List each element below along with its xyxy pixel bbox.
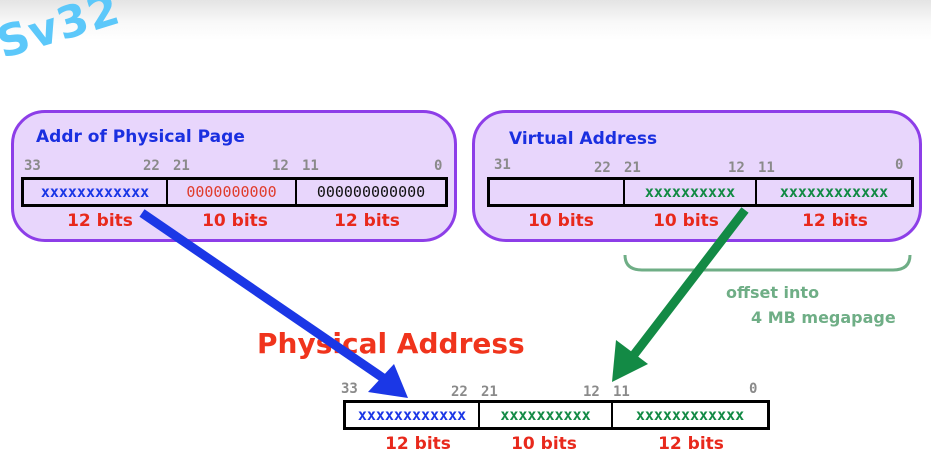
pa-field-row: xxxxxxxxxxxx xxxxxxxxxx xxxxxxxxxxxx	[343, 400, 770, 430]
bit-width-label: 12 bits	[802, 211, 868, 231]
physical-address-title: Physical Address	[257, 327, 525, 360]
bit-label: 31	[494, 157, 511, 173]
bit-width-label: 12 bits	[334, 211, 400, 231]
bit-width-label: 12 bits	[658, 434, 724, 454]
bit-width-label: 12 bits	[67, 211, 133, 231]
bit-label: 33	[341, 381, 358, 397]
pa-vpn0-field: xxxxxxxxxx	[480, 403, 613, 427]
bit-width-label: 10 bits	[653, 211, 719, 231]
bit-width-label: 12 bits	[385, 434, 451, 454]
bit-width-label: 10 bits	[511, 434, 577, 454]
bit-label: 0	[895, 157, 904, 173]
bit-label: 33	[24, 158, 41, 174]
ppn-panel-title: Addr of Physical Page	[36, 127, 245, 147]
bit-label: 11	[758, 160, 775, 176]
bit-label: 21	[481, 384, 498, 400]
offset-brace	[623, 254, 912, 272]
ppn-panel	[11, 110, 457, 242]
ppn-field-row: xxxxxxxxxxxx 0000000000 000000000000	[21, 177, 448, 207]
bit-label: 21	[624, 160, 641, 176]
ppn-mid-field: 0000000000	[168, 180, 297, 204]
bit-label: 0	[749, 381, 758, 397]
bit-width-label: 10 bits	[202, 211, 268, 231]
bit-label: 22	[143, 158, 160, 174]
bit-label: 11	[613, 384, 630, 400]
offset-annotation-line1: offset into	[726, 283, 820, 302]
pa-offset-field: xxxxxxxxxxxx	[635, 406, 745, 424]
va-vpn1-field	[490, 180, 625, 204]
bit-label: 11	[302, 158, 319, 174]
bit-label: 21	[173, 158, 190, 174]
bit-label: 12	[583, 384, 600, 400]
bit-label: 0	[434, 158, 443, 174]
bit-label: 22	[451, 384, 468, 400]
bit-label: 12	[728, 160, 745, 176]
offset-arrow	[612, 207, 749, 382]
va-panel-title: Virtual Address	[509, 129, 658, 149]
ppn-high-field: xxxxxxxxxxxx	[24, 180, 168, 204]
pa-ppn1-field: xxxxxxxxxxxx	[346, 403, 480, 427]
bit-width-label: 10 bits	[528, 211, 594, 231]
va-offset-field: xxxxxxxxxxxx	[779, 183, 889, 201]
va-vpn0-field: xxxxxxxxxx	[625, 180, 757, 204]
bit-label: 12	[272, 158, 289, 174]
va-panel	[472, 110, 922, 242]
va-field-row: xxxxxxxxxx xxxxxxxxxxxx	[487, 177, 914, 207]
ppn-low-field: 000000000000	[316, 183, 426, 201]
ppn-arrow	[139, 209, 408, 398]
bit-label: 22	[594, 160, 611, 176]
offset-annotation-line2: 4 MB megapage	[751, 308, 896, 327]
